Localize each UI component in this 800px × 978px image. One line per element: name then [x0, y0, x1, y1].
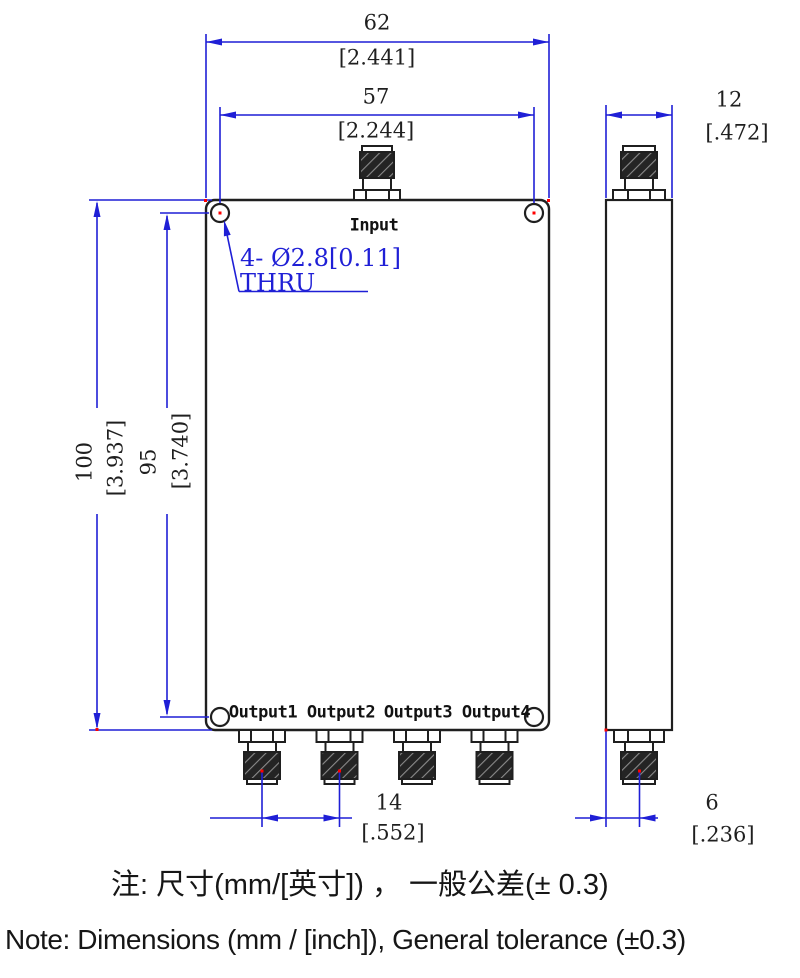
- side-view-top-connector: [612, 145, 666, 201]
- dim-outer-height-inch: [3.937]: [103, 419, 128, 497]
- dim-hole-span-height-inch: [3.740]: [168, 412, 193, 490]
- input-connector: [353, 145, 401, 201]
- dim-connector-offset-inch: [.236]: [691, 822, 755, 847]
- dim-side-width-mm: 12: [715, 87, 743, 112]
- output2-port-label: Output2: [306, 702, 376, 723]
- hole-callout-size: 4- Ø2.8[0.11]: [240, 244, 402, 272]
- output3-port-label: Output3: [383, 702, 453, 723]
- note-english: Note: Dimensions (mm / [inch]), General …: [5, 924, 686, 955]
- dim-outer-width-mm: 62: [363, 10, 391, 35]
- dimension-arrowheads: [93, 38, 672, 822]
- leader-arrowhead: [223, 220, 231, 237]
- mounting-hole-bottom-right: [523, 706, 545, 728]
- dim-hole-span-width-mm: 57: [362, 84, 390, 109]
- endpoint-markers: [95, 199, 641, 773]
- front-view-outline: [204, 198, 551, 732]
- output1-port-label: Output1: [228, 702, 298, 723]
- input-port-label: Input: [349, 215, 399, 236]
- dim-output-spacing-inch: [.552]: [361, 820, 425, 845]
- output-connectors: [238, 729, 519, 785]
- dim-output-spacing-mm: 14: [375, 790, 403, 815]
- leader-line: [225, 231, 240, 292]
- dim-hole-span-height-mm: 95: [136, 448, 161, 476]
- side-view-outline: [604, 198, 674, 732]
- note-chinese: 注: 尺寸(mm/[英寸]) ， 一般公差(± 0.3): [111, 869, 609, 901]
- hole-callout-thru: THRU: [240, 269, 316, 297]
- dim-side-width-inch: [.472]: [705, 120, 769, 145]
- mounting-hole-bottom-left: [209, 706, 231, 728]
- dim-outer-height-mm: 100: [72, 441, 97, 483]
- dim-connector-offset-mm: 6: [705, 790, 719, 815]
- dimension-lines: [89, 34, 673, 827]
- dim-outer-width-inch: [2.441]: [338, 45, 416, 70]
- output4-port-label: Output4: [461, 702, 531, 723]
- dim-hole-span-width-inch: [2.244]: [337, 118, 415, 143]
